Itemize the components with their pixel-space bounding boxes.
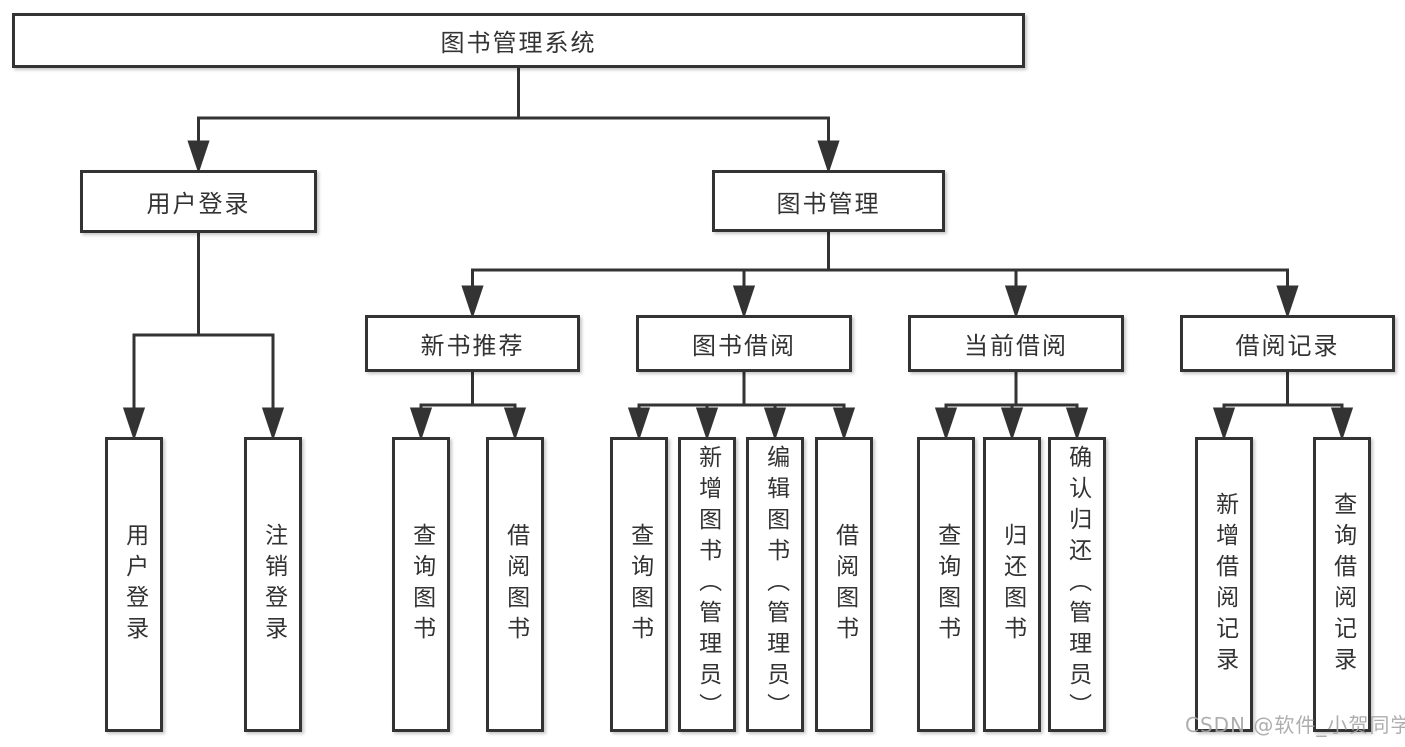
node-cb-return-books: 归还图书 <box>983 437 1041 732</box>
node-book-management: 图书管理 <box>712 170 945 232</box>
node-new-book-recommend: 新书推荐 <box>365 315 580 372</box>
node-leaf-logout-label: 注销登录 <box>260 522 287 647</box>
node-bb-borrow-books-label: 借阅图书 <box>831 522 858 647</box>
node-root: 图书管理系统 <box>12 13 1025 68</box>
node-bb-edit-books-admin: 编辑图书（管理员） <box>746 437 804 732</box>
node-user-login: 用户登录 <box>80 170 317 233</box>
node-bb-add-books-admin: 新增图书（管理员） <box>678 437 736 732</box>
node-book-management-label: 图书管理 <box>776 189 881 218</box>
node-cb-query-books-label: 查询图书 <box>933 522 960 647</box>
node-nbr-borrow-books-label: 借阅图书 <box>502 522 529 647</box>
node-user-login-label: 用户登录 <box>146 190 251 218</box>
watermark: CSDN @软件_小贺同学 <box>1185 713 1405 737</box>
node-borrowing-records-label: 借阅记录 <box>1235 332 1340 360</box>
node-br-query-record-label: 查询借阅记录 <box>1329 491 1356 678</box>
node-bb-edit-books-admin-label: 编辑图书（管理员） <box>762 445 789 724</box>
node-cb-return-books-label: 归还图书 <box>999 522 1026 647</box>
node-new-book-recommend-label: 新书推荐 <box>420 332 525 360</box>
node-borrowing-records: 借阅记录 <box>1180 315 1395 372</box>
node-nbr-query-books: 查询图书 <box>392 437 450 732</box>
node-cb-confirm-return-admin-label: 确认归还（管理员） <box>1064 445 1091 724</box>
node-bb-query-books: 查询图书 <box>610 437 668 732</box>
node-cb-query-books: 查询图书 <box>917 437 975 732</box>
node-bb-add-books-admin-label: 新增图书（管理员） <box>694 445 721 724</box>
node-leaf-logout: 注销登录 <box>244 437 302 732</box>
node-cb-confirm-return-admin: 确认归还（管理员） <box>1048 437 1106 732</box>
node-leaf-user-login: 用户登录 <box>105 437 163 732</box>
node-br-add-record-label: 新增借阅记录 <box>1211 491 1238 678</box>
node-nbr-query-books-label: 查询图书 <box>408 522 435 647</box>
node-br-add-record: 新增借阅记录 <box>1195 437 1253 732</box>
node-book-borrowing: 图书借阅 <box>636 315 852 372</box>
node-bb-query-books-label: 查询图书 <box>626 522 653 647</box>
node-leaf-user-login-label: 用户登录 <box>121 522 148 647</box>
node-nbr-borrow-books: 借阅图书 <box>486 437 544 732</box>
node-br-query-record: 查询借阅记录 <box>1313 437 1371 732</box>
node-bb-borrow-books: 借阅图书 <box>815 437 873 732</box>
node-current-borrowing-label: 当前借阅 <box>964 332 1068 360</box>
node-current-borrowing: 当前借阅 <box>908 315 1124 372</box>
node-root-label: 图书管理系统 <box>440 29 597 57</box>
node-book-borrowing-label: 图书借阅 <box>692 332 796 360</box>
